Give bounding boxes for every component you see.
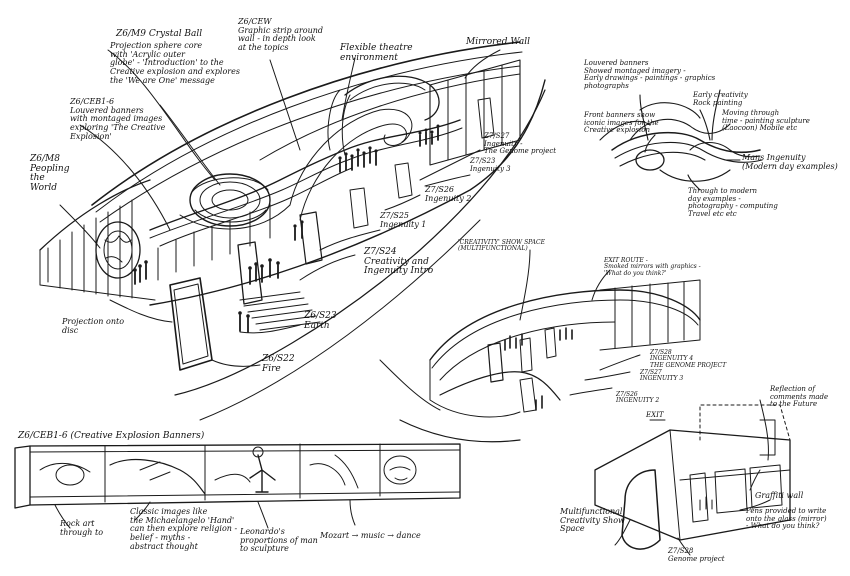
label-ceb-title: Z6/CEB1-6 (Creative Explosion Banners)	[18, 431, 205, 441]
banner-ribbon-diagram	[599, 89, 763, 191]
show-space-sketch	[379, 249, 701, 443]
main-perspective-sketch	[39, 41, 546, 421]
label-mozart: Mozart → music → dance	[320, 531, 421, 540]
label-genome-project-bottom: Z7/S28 Genome project	[668, 547, 725, 563]
label-front-banners: Front banners show iconic images for the…	[584, 111, 659, 135]
label-graphic-strip-cew: Z6/CEW Graphic strip around wall - in de…	[238, 17, 324, 52]
label-classic-images: Classic images like the Michaelangelo 'H…	[130, 507, 238, 551]
label-s24-creativity-intro: Z7/S24 Creativity and Ingenuity Intro	[364, 247, 434, 277]
label-moving-through-time: Moving through time - painting sculpture…	[722, 109, 810, 133]
label-s25-ingenuity-1: Z7/S25 Ingenuity 1	[380, 211, 427, 229]
label-z7-s26: Z7/S26 INGENUITY 2	[616, 391, 660, 405]
label-multifunctional-space: Multifunctional Creativity Show Space	[560, 507, 625, 534]
label-s26-ingenuity-2: Z7/S26 Ingenuity 2	[425, 185, 472, 203]
label-mans-ingenuity: Mans Ingenuity (Modern day examples)	[742, 153, 838, 171]
label-leonardo: Leonardo's proportions of man to sculptu…	[240, 527, 318, 554]
label-rock-art: Rock art through to	[60, 519, 104, 537]
label-s22-fire: Z6/S22 Fire	[262, 354, 295, 374]
label-creativity-show-space: 'CREATIVITY' SHOW SPACE (MULTIFUNCTIONAL…	[458, 239, 545, 253]
label-s23-ingenuity-3: Z7/S23 Ingenuity 3	[470, 157, 511, 173]
label-louvered-banners-ceb: Z6/CEB1-6 Louvered banners with montaged…	[70, 97, 166, 141]
label-mirrored-wall: Mirrored Wall	[466, 37, 530, 47]
label-through-to-modern: Through to modern day examples - photogr…	[688, 187, 778, 218]
label-s23-earth: Z6/S23 Earth	[304, 311, 337, 331]
label-flexible-theatre: Flexible theatre environment	[340, 43, 413, 63]
label-projection-onto-disc: Projection onto disc	[62, 317, 125, 335]
label-peopling-the-world: Z6/M8 Peopling the World	[30, 154, 70, 194]
label-s27-genome: Z7/S27 Ingenuity - The Genome project	[484, 132, 557, 156]
label-early-creativity: Early creativity Rock painting	[693, 91, 748, 107]
label-crystal-ball-description: Projection sphere core with 'Acrylic out…	[110, 41, 240, 85]
label-z7-s28: Z7/S28 INGENUITY 4 THE GENOME PROJECT	[650, 349, 727, 369]
creative-explosion-strip	[14, 443, 461, 529]
label-pens-provided: Pens provided to write onto the glass (m…	[746, 507, 827, 531]
label-z7-s27: Z7/S27 INGENUITY 3	[640, 369, 684, 383]
label-reflection-of-comments: Reflection of comments made to the Futur…	[770, 385, 829, 409]
label-exit-route: EXIT ROUTE - Smoked mirrors with graphic…	[604, 257, 701, 277]
label-louvered-banners-right: Louvered banners Showed montaged imagery…	[584, 59, 716, 90]
label-graffiti-wall: Graffiti wall	[755, 491, 804, 500]
label-exit: EXIT	[646, 411, 664, 419]
label-crystal-ball: Z6/M9 Crystal Ball	[116, 29, 203, 39]
graffiti-wall-sketch	[594, 399, 791, 556]
